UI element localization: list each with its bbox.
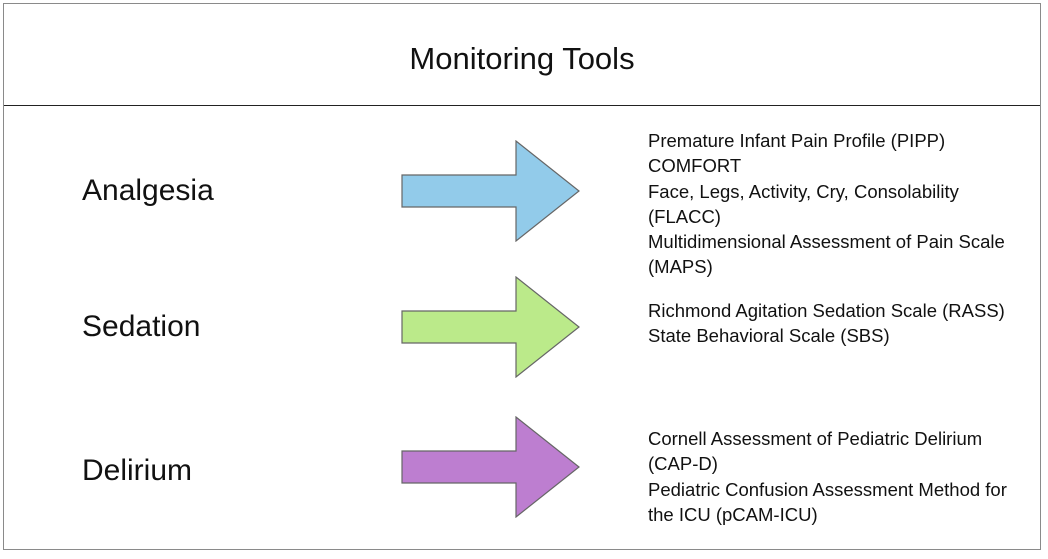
tool-list-sedation: Richmond Agitation Sedation Scale (RASS)… — [648, 298, 1018, 349]
tool-item: Richmond Agitation Sedation Scale (RASS) — [648, 300, 1005, 321]
diagram-title: Monitoring Tools — [409, 41, 635, 76]
arrow-shape — [401, 416, 580, 518]
arrow-shape — [401, 276, 580, 378]
category-label-analgesia: Analgesia — [82, 174, 214, 207]
arrow-shape — [401, 140, 580, 242]
arrow-right-icon — [401, 416, 580, 518]
tool-item: State Behavioral Scale (SBS) — [648, 325, 890, 347]
tool-item: Pediatric Confusion Assessment Method fo… — [648, 478, 1007, 525]
category-label-delirium: Delirium — [82, 454, 193, 487]
tool-item: Cornell Assessment of Pediatric Delirium… — [648, 428, 983, 475]
category-label-sedation: Sedation — [82, 310, 201, 343]
arrow-right-icon — [401, 140, 580, 242]
tool-list-analgesia: Premature Infant Pain Profile (PIPP) COM… — [648, 128, 1018, 280]
arrow-right-icon — [401, 276, 580, 378]
header: Monitoring Tools — [4, 4, 1040, 106]
tool-list-delirium: Cornell Assessment of Pediatric Delirium… — [648, 426, 1018, 527]
tool-item: Premature Infant Pain Profile (PIPP) — [648, 130, 946, 151]
tool-item: COMFORT — [648, 155, 742, 177]
tool-item: Multidimensional Assessment of Pain Scal… — [648, 231, 1005, 278]
tool-item: Face, Legs, Activity, Cry, Consolability… — [648, 180, 959, 227]
diagram-frame: Monitoring Tools Analgesia Premature Inf… — [3, 3, 1041, 550]
